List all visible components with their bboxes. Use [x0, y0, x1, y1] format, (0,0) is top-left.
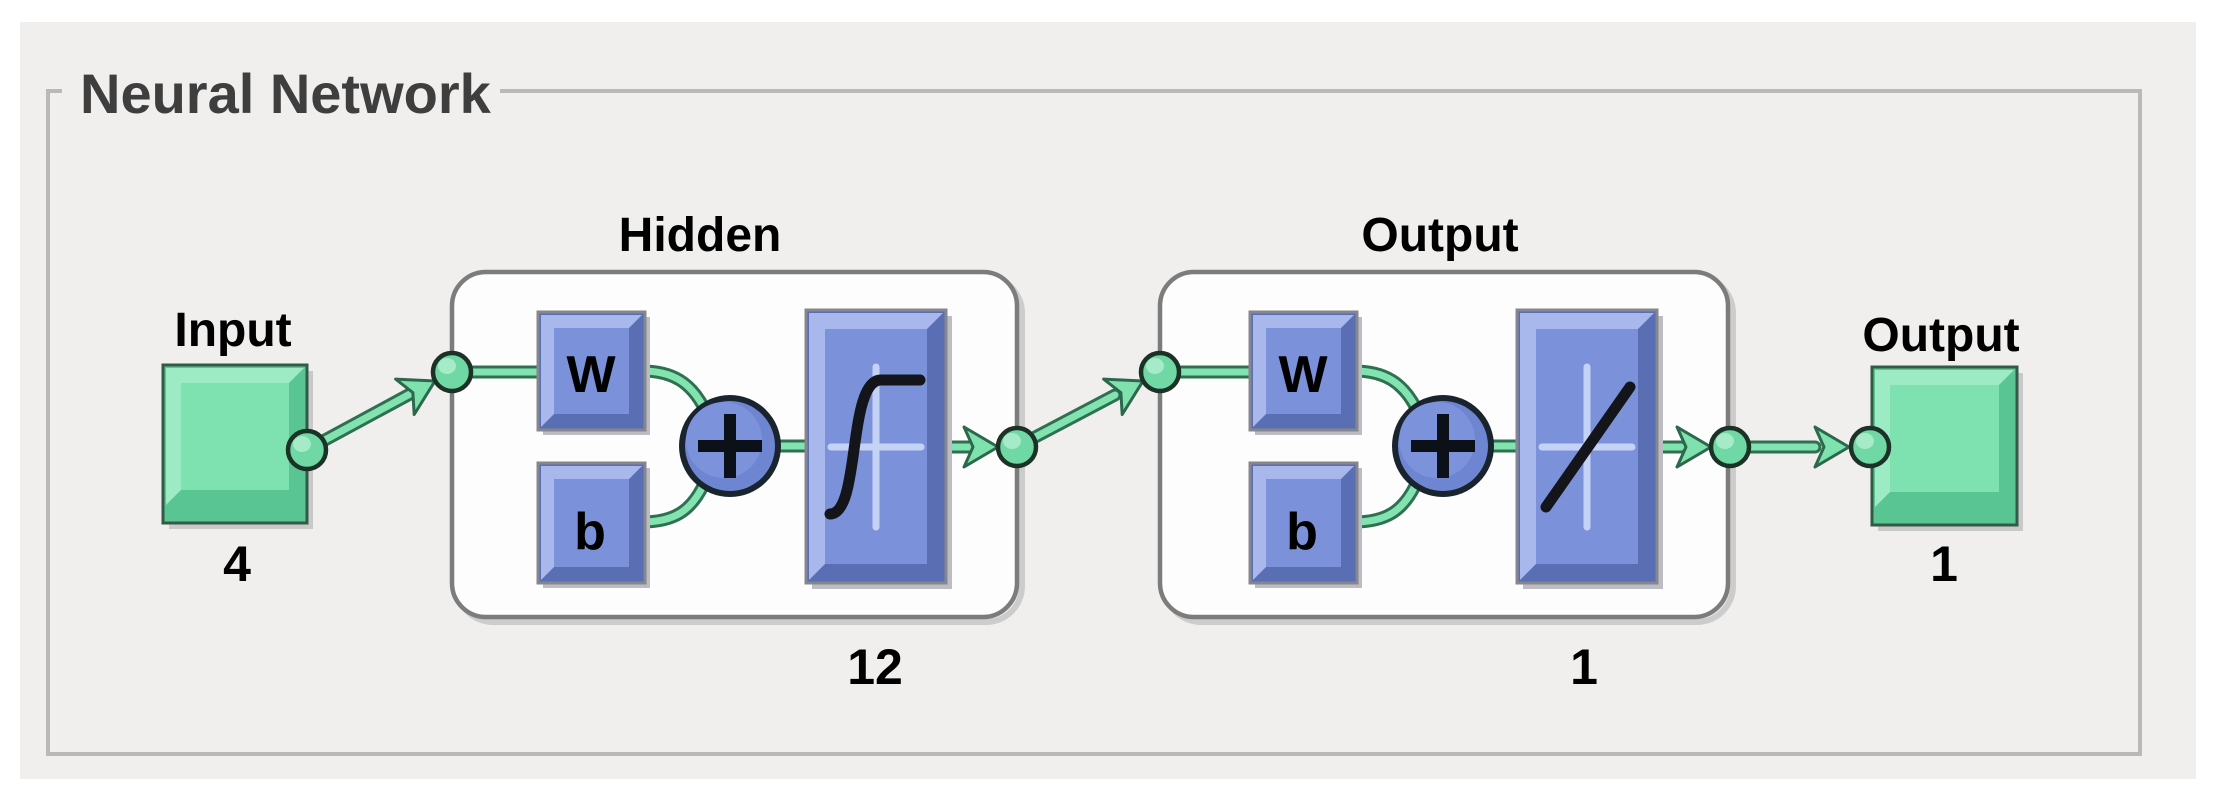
- output-layer-size: 1: [1570, 639, 1598, 695]
- connection-nodes: [285, 350, 1892, 472]
- hidden-bias-bevel-light: [541, 466, 642, 580]
- hidden-layer-label: Hidden: [619, 209, 782, 262]
- arrow-icon: [1102, 377, 1145, 417]
- input-square-face: [181, 383, 289, 490]
- hidden-layer-size: 12: [847, 639, 903, 695]
- output-weight-bevel-light: [1253, 315, 1354, 427]
- output-transfer-bevel-light: [1520, 313, 1654, 580]
- hidden-bias-to-sum-fill: [638, 482, 707, 526]
- output-bias-face: [1266, 479, 1341, 567]
- hidden-weight-bevel-light: [541, 315, 642, 427]
- input-size: 4: [223, 536, 251, 592]
- arrow-icon: [394, 377, 437, 417]
- input-square-bevel-light: [166, 368, 304, 505]
- arrowheads: [394, 377, 1851, 469]
- hidden-entry-node-highlight: [438, 358, 456, 374]
- output-layer-contents: W b: [1248, 308, 1663, 589]
- hidden-weight-face: [554, 328, 629, 414]
- groupbox-border: [46, 89, 2142, 756]
- hidden-bias-label: b: [574, 503, 606, 561]
- groupbox-label-gap: [62, 84, 500, 99]
- hidden-exit-node-highlight: [1003, 433, 1021, 449]
- plus-icon: [1411, 440, 1475, 452]
- arrow-icon: [1675, 425, 1713, 469]
- arrow-icon: [1813, 425, 1851, 469]
- output-exit-node-highlight: [1716, 433, 1734, 449]
- output-bias-label: b: [1286, 503, 1318, 561]
- input-node-highlight: [293, 436, 311, 452]
- output-bias-to-sum-fill: [1350, 482, 1419, 526]
- output-layer-label: Output: [1361, 209, 1518, 262]
- output-weight-face: [1266, 328, 1341, 414]
- tansig-curve-icon: [824, 374, 926, 520]
- hidden-transfer-bevel-light: [809, 313, 943, 580]
- hidden-to-output-connector-fill: [1018, 391, 1119, 448]
- input-block: [161, 363, 313, 529]
- purelin-line-icon: [1540, 381, 1636, 513]
- hidden-weight-label: W: [566, 346, 616, 404]
- output-size: 1: [1930, 536, 1958, 592]
- diagram-labels: Input 4 Hidden 12 Output 1 Output 1: [174, 209, 2019, 695]
- panel-title: Neural Network: [80, 62, 492, 125]
- output-square-face: [1890, 385, 1999, 492]
- output-weight-to-sum-fill: [1350, 367, 1420, 412]
- output-label: Output: [1862, 309, 2019, 362]
- plus-icon: [698, 440, 762, 452]
- output-weight-label: W: [1278, 346, 1328, 404]
- output-bias-bevel-light: [1253, 466, 1354, 580]
- output-block: [1870, 365, 2023, 531]
- hidden-bias-face: [554, 479, 629, 567]
- hidden-layer-contents: W b: [536, 308, 952, 589]
- final-node-highlight: [1856, 433, 1874, 449]
- output-entry-node-highlight: [1146, 358, 1164, 374]
- arrow-icon: [962, 425, 1000, 469]
- hidden-weight-to-sum-fill: [638, 367, 708, 412]
- input-to-hidden-connector-fill: [308, 390, 414, 451]
- output-square-bevel-light: [1875, 370, 2014, 507]
- input-label: Input: [174, 304, 291, 357]
